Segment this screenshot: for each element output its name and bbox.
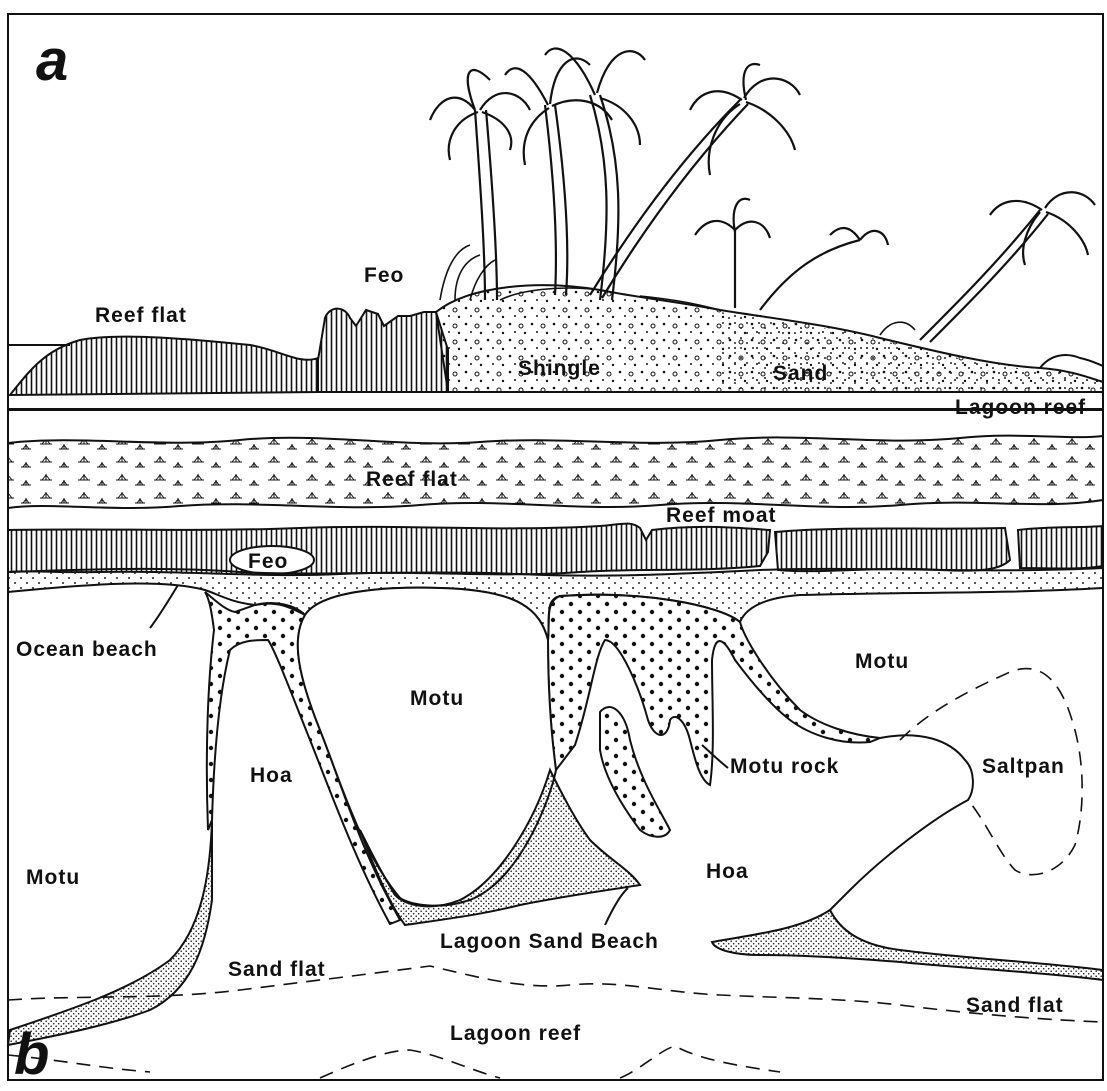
panel-b-letter: b — [14, 1022, 49, 1087]
lagoon-reef-lower-boundary — [8, 1046, 780, 1078]
ocean-beach-leader — [150, 585, 178, 628]
label-feo-b: Feo — [248, 550, 288, 573]
label-reef-flat-a: Reef flat — [95, 304, 187, 327]
feo-band-right — [1018, 526, 1103, 569]
label-feo-a: Feo — [364, 264, 404, 287]
label-ocean-beach-b: Ocean beach — [16, 638, 158, 661]
label-saltpan-b: Saltpan — [982, 755, 1065, 778]
label-reef-flat-b: Reef flat — [366, 468, 458, 491]
label-hoa-left-b: Hoa — [250, 764, 293, 787]
label-lagoon-reef-b: Lagoon reef — [450, 1022, 581, 1045]
panel-a-letter: a — [36, 28, 68, 93]
panel-b: Reef flat Reef moat Feo Ocean beach Motu… — [8, 410, 1103, 1087]
label-reef-moat-b: Reef moat — [666, 504, 777, 527]
feo-band-middle — [775, 528, 1010, 571]
label-sand-flat-right-b: Sand flat — [966, 994, 1064, 1017]
feo-band-left — [8, 524, 770, 576]
label-hoa-right-b: Hoa — [706, 860, 749, 883]
label-sand-a: Sand — [773, 362, 828, 385]
panel-a: a Reef flat Feo Shingle Sand Lagoon reef — [8, 14, 1103, 419]
label-sand-flat-left-b: Sand flat — [228, 958, 326, 981]
label-motu-left-b: Motu — [26, 866, 80, 889]
right-motu-lagoon-shore — [830, 735, 973, 910]
label-shingle-a: Shingle — [518, 357, 601, 380]
feo-outcrop — [318, 309, 448, 392]
lagoon-sand-beach-left — [8, 820, 212, 1045]
reef-flat-band — [8, 436, 1103, 508]
label-lagoon-reef-a: Lagoon reef — [955, 396, 1086, 419]
lagoon-reef-rubble — [1040, 355, 1103, 368]
label-motu-right-b: Motu — [855, 650, 909, 673]
lagoon-sand-beach-leader — [605, 888, 628, 925]
label-motu-center-b: Motu — [410, 687, 464, 710]
lagoon-sand-beach-right — [712, 910, 1103, 980]
label-lagoon-sand-beach-b: Lagoon Sand Beach — [440, 930, 659, 953]
label-motu-rock-b: Motu rock — [730, 755, 839, 778]
